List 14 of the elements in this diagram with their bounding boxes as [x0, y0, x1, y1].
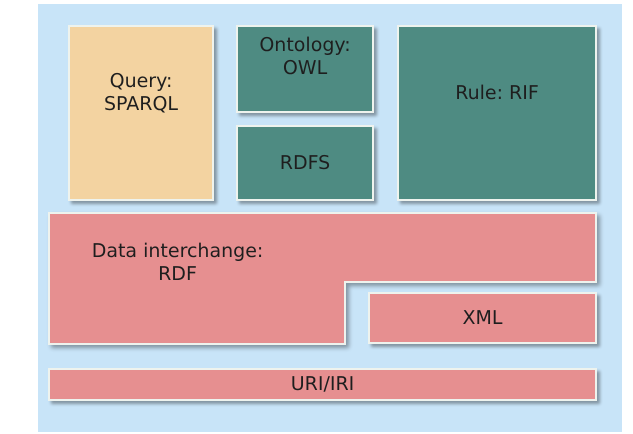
layer-box	[48, 368, 597, 401]
layer-box	[397, 25, 597, 201]
layer-box	[236, 25, 374, 113]
layer-label: RDFS	[278, 152, 332, 174]
layer-label: Ontology: OWL	[258, 34, 352, 80]
layer-label: XML	[462, 306, 504, 330]
layer-box	[48, 212, 597, 345]
layer-box	[368, 292, 597, 344]
layer-label: Data interchange: RDF	[90, 240, 264, 286]
layer-label: Rule: RIF	[454, 82, 540, 104]
layer-label: Query: SPARQL	[102, 70, 180, 116]
layer-label: URI/IRI	[290, 373, 356, 396]
layer-box	[236, 125, 374, 201]
layer-box	[68, 25, 214, 201]
